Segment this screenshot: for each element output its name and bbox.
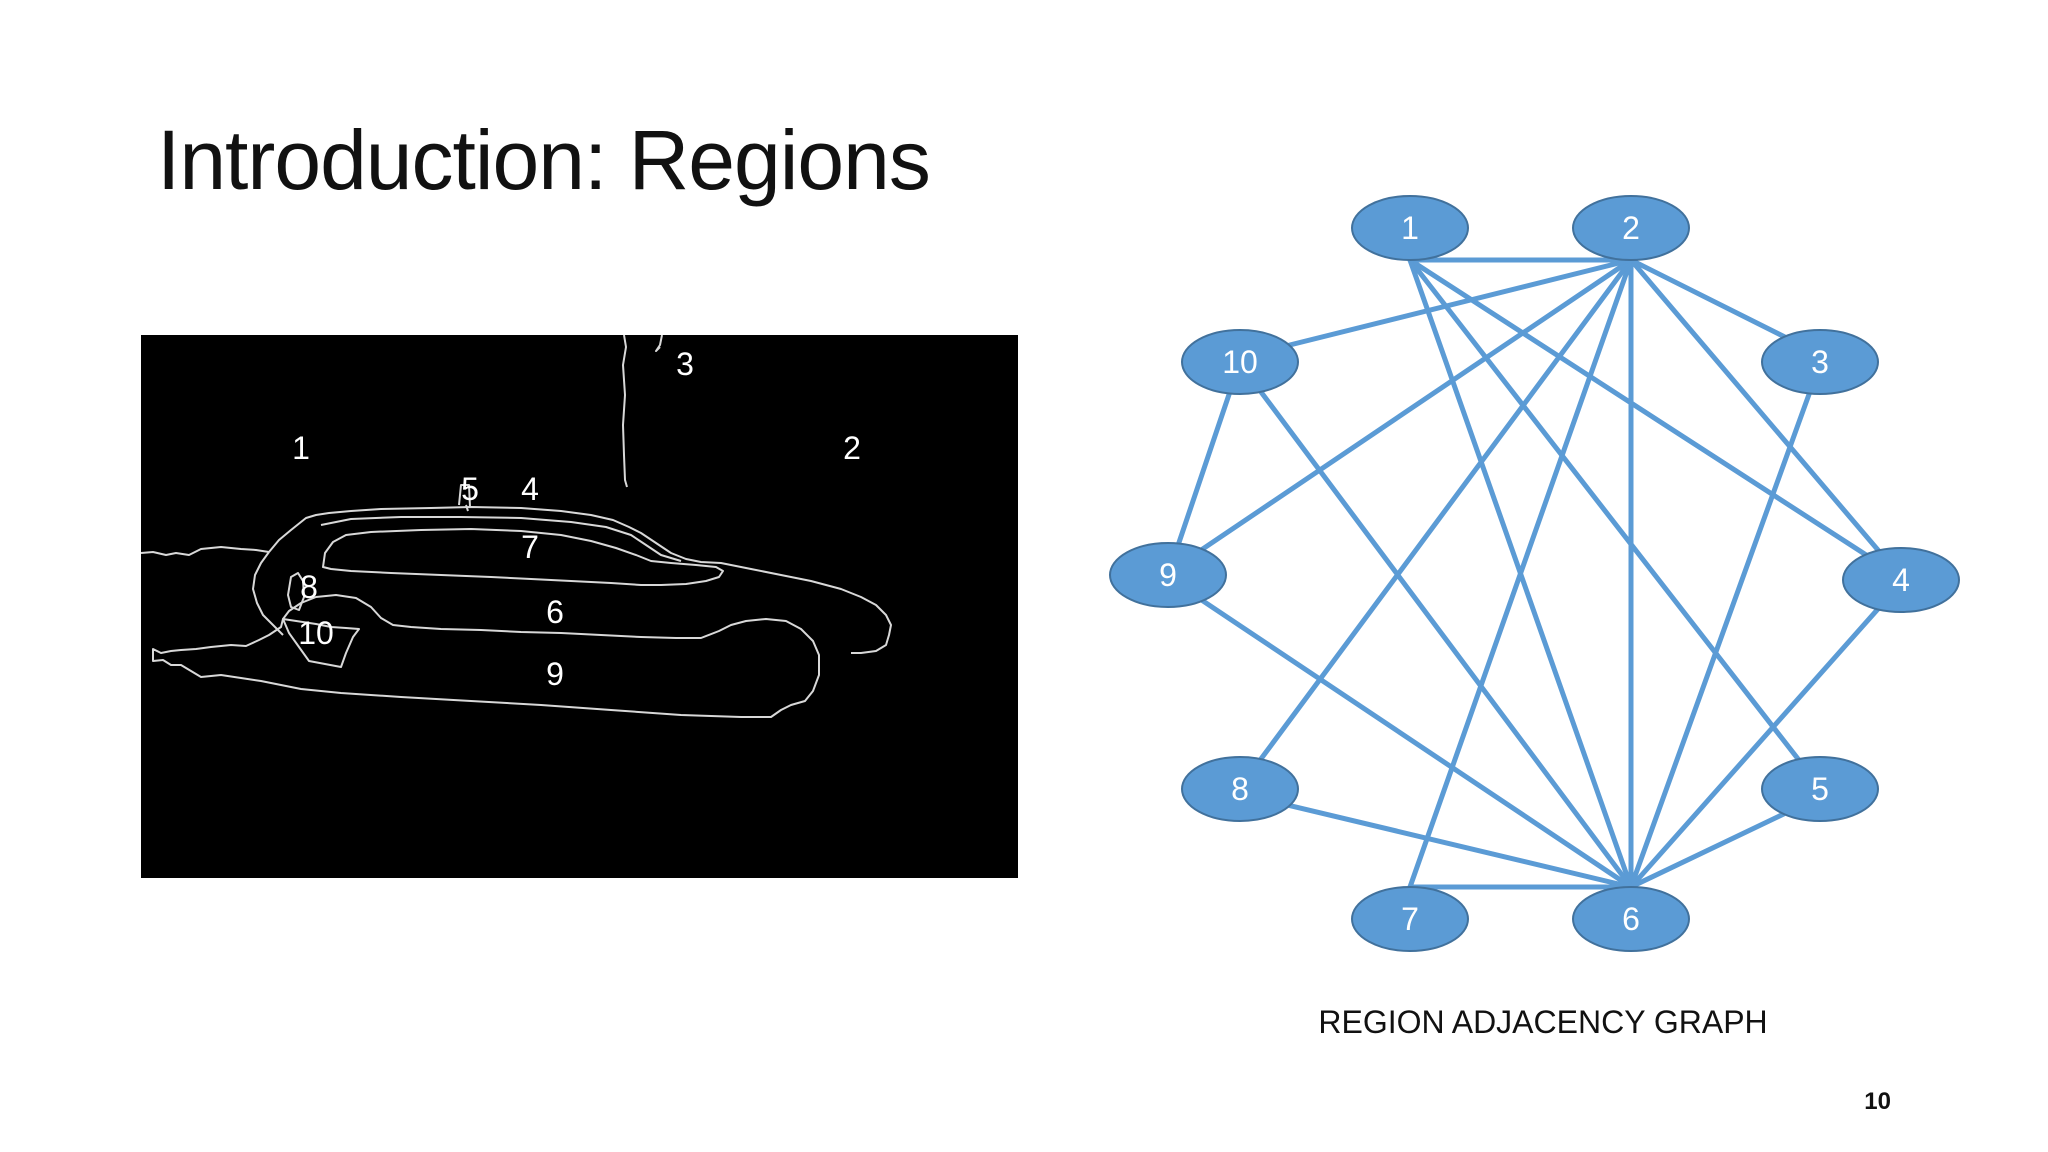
graph-node-label: 8 [1231,771,1249,807]
graph-node-2: 2 [1573,196,1689,260]
graph-edge-2-8 [1261,260,1631,759]
region-label-6: 6 [546,594,564,630]
graph-node-10: 10 [1182,330,1298,394]
graph-edge-2-9 [1202,260,1631,549]
graph-node-1: 1 [1352,196,1468,260]
region-label-9: 9 [546,656,564,692]
graph-node-label: 6 [1622,901,1640,937]
graph-edge-6-9 [1203,601,1631,887]
graph-node-7: 7 [1352,887,1468,951]
graph-node-label: 9 [1159,557,1177,593]
region-label-2: 2 [843,430,861,466]
segmentation-image: 1 2 3 4 5 6 7 8 9 10 [141,335,1018,878]
graph-node-label: 1 [1401,210,1419,246]
graph-node-label: 5 [1811,771,1829,807]
region-label-4: 4 [521,471,539,507]
graph-node-4: 4 [1843,548,1959,612]
graph-node-6: 6 [1573,887,1689,951]
graph-node-label: 4 [1892,562,1910,598]
region-label-10: 10 [298,615,334,651]
region-adjacency-graph: 1 2 3 4 5 6 7 8 9 10 [1090,180,1990,960]
graph-node-3: 3 [1762,330,1878,394]
graph-caption: REGION ADJACENCY GRAPH [1248,1004,1838,1041]
graph-edge-9-10 [1179,393,1230,543]
graph-edge-2-4 [1631,260,1878,551]
graph-node-label: 10 [1222,344,1258,380]
graph-node-label: 2 [1622,210,1640,246]
graph-edge-1-4 [1410,260,1866,555]
region-label-7: 7 [521,529,539,565]
page-number: 10 [1864,1088,1891,1116]
graph-node-9: 9 [1110,543,1226,607]
graph-node-8: 8 [1182,757,1298,821]
graph-node-label: 3 [1811,344,1829,380]
slide-title: Introduction: Regions [157,118,930,202]
segmentation-background [141,335,1018,878]
region-label-5: 5 [461,471,479,507]
graph-nodes: 1 2 3 4 5 6 7 8 9 10 [1110,196,1959,951]
graph-node-5: 5 [1762,757,1878,821]
graph-edge-4-6 [1631,609,1878,887]
region-label-1: 1 [292,430,310,466]
graph-edge-2-3 [1631,260,1784,337]
region-label-3: 3 [676,346,694,382]
graph-node-label: 7 [1401,901,1419,937]
region-label-8: 8 [300,569,318,605]
